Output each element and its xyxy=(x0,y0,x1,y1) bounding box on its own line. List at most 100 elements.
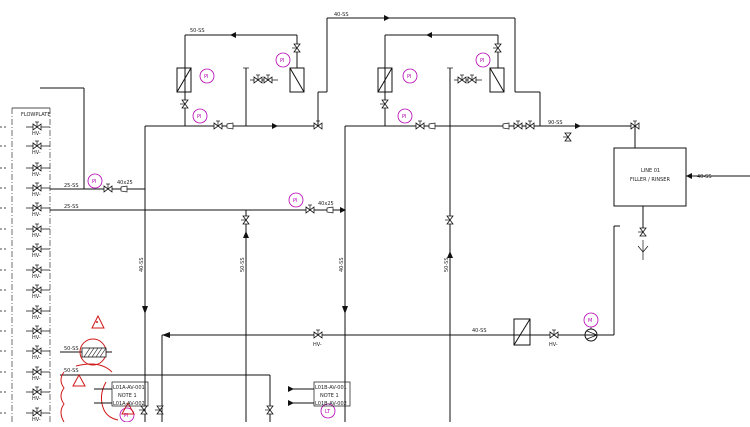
hv-label: HV- xyxy=(32,294,41,300)
return-piping xyxy=(60,206,649,422)
flowplate-valve[interactable] xyxy=(32,325,42,335)
tag-l01b-note: NOTE 1 xyxy=(320,393,339,399)
flowplate-valve[interactable] xyxy=(32,223,42,233)
pressure-indicator[interactable]: PI xyxy=(199,68,215,84)
hv-label: HV- xyxy=(32,417,41,422)
label-40x25-a: 40x25 xyxy=(117,180,133,186)
label-v1: 40-SS xyxy=(139,257,145,272)
svg-text:LT: LT xyxy=(325,409,331,415)
svg-text:PI: PI xyxy=(280,58,285,64)
flowplate-valve[interactable] xyxy=(32,305,42,315)
pressure-indicator[interactable]: PI xyxy=(275,52,291,68)
pipe-valve[interactable] xyxy=(241,215,250,225)
valve-tags: L01A-AV-001 NOTE 1 L01A-AV-002 L01B-AV-0… xyxy=(94,381,351,407)
flowplate-valve[interactable] xyxy=(32,140,42,150)
label-50ss-left2: 50-SS xyxy=(64,368,79,374)
pipe-valve[interactable] xyxy=(638,227,647,237)
hv-label: HV- xyxy=(32,212,41,218)
flowplate-valve[interactable] xyxy=(32,182,42,192)
pipe-valve[interactable] xyxy=(380,99,389,109)
pipe-valve[interactable] xyxy=(265,405,274,415)
flowplate-valve[interactable] xyxy=(32,121,42,131)
pipe-valve[interactable] xyxy=(180,99,189,109)
svg-text:M: M xyxy=(588,318,592,324)
hv-label: HV- xyxy=(32,396,41,402)
line-01-filler[interactable]: LINE 01 FILLER / RINSER xyxy=(613,147,687,207)
equipment-title: LINE 01 xyxy=(641,168,660,174)
level-transmitter[interactable]: LT xyxy=(320,403,336,419)
hv-label: HV- xyxy=(32,253,41,259)
hv-label: HV- xyxy=(32,315,41,321)
pressure-indicator[interactable]: PI xyxy=(87,173,103,189)
flowplate-valve[interactable] xyxy=(32,162,42,172)
svg-text:PI: PI xyxy=(407,74,412,80)
label-40ss-top: 40-SS xyxy=(334,12,349,18)
pipe-valve[interactable] xyxy=(630,120,640,130)
pipe-valve[interactable] xyxy=(525,120,535,130)
label-40x25-b: 40x25 xyxy=(318,201,334,207)
pipe-valve[interactable] xyxy=(513,120,523,130)
pipe-valve[interactable] xyxy=(313,329,323,339)
mid-valve-labels: HV- HV- xyxy=(313,342,558,348)
reducer xyxy=(326,206,334,214)
pipe-valve[interactable] xyxy=(493,43,502,53)
flowplate-valves: HV- HV- HV- HV- HV- HV- HV- HV- HV- HV- HV- HV- HV- H… xyxy=(0,121,50,423)
hv-label: HV- xyxy=(32,376,41,382)
hv-label: HV- xyxy=(32,192,41,198)
svg-text:PI: PI xyxy=(92,179,97,185)
pipe-valve[interactable] xyxy=(313,120,323,130)
svg-text:PI: PI xyxy=(204,74,209,80)
label-40ss-right: 40-SS xyxy=(697,174,712,180)
tag-l01a-note: NOTE 1 xyxy=(118,393,137,399)
reducer xyxy=(226,122,234,130)
pipe-valve[interactable] xyxy=(445,215,454,225)
bypass-valve[interactable] xyxy=(263,74,273,84)
label-25ss-b: 25-SS xyxy=(64,204,79,210)
hv-label-mid: HV- xyxy=(313,342,322,348)
flowplate-valve[interactable] xyxy=(32,345,42,355)
hv-label: HV- xyxy=(32,172,41,178)
flowplate-valve[interactable] xyxy=(32,407,42,417)
svg-text:PI: PI xyxy=(293,198,298,204)
flowplate-valve[interactable] xyxy=(32,386,42,396)
pressure-indicator[interactable]: PI xyxy=(402,68,418,84)
pipe-valve[interactable] xyxy=(103,183,113,193)
hv-label: HV- xyxy=(32,355,41,361)
hv-label: HV- xyxy=(32,335,41,341)
tag-l01a-002: L01A-AV-002 xyxy=(113,401,145,407)
pressure-indicator[interactable]: PI xyxy=(192,108,208,124)
equipment-subtitle: FILLER / RINSER xyxy=(630,177,670,183)
flowplate-valve[interactable] xyxy=(32,202,42,212)
pipe-valve[interactable] xyxy=(213,120,223,130)
pipe-valve[interactable] xyxy=(155,405,164,415)
label-25ss-a: 25-SS xyxy=(64,183,79,189)
flowplate-valve[interactable] xyxy=(32,264,42,274)
pipe-labels: 50-SS 40-SS 25-SS 25-SS 40x25 40x25 90-S… xyxy=(64,12,712,374)
hv-label: HV- xyxy=(32,274,41,280)
pipe-valve[interactable] xyxy=(415,120,425,130)
pipe-valve[interactable] xyxy=(139,405,148,415)
pipe-valve[interactable] xyxy=(305,204,315,214)
label-40ss-return: 40-SS xyxy=(472,328,487,334)
reducer xyxy=(120,185,128,193)
bypass-valve[interactable] xyxy=(253,74,263,84)
pressure-indicator[interactable]: PI xyxy=(397,108,413,124)
filter-elements xyxy=(176,67,531,346)
pressure-indicator[interactable]: PI xyxy=(288,192,304,208)
pipe-valve[interactable] xyxy=(292,43,301,53)
label-v3: 40-SS xyxy=(339,257,345,272)
pipe-valve[interactable] xyxy=(563,132,572,142)
pump-motor[interactable]: M xyxy=(583,312,599,328)
flowplate-valve[interactable] xyxy=(32,284,42,294)
pipe-valve[interactable] xyxy=(549,329,559,339)
hv-label: HV- xyxy=(32,233,41,239)
pressure-indicator[interactable]: PI xyxy=(475,52,491,68)
flowplate-valve[interactable] xyxy=(32,366,42,376)
redline-markup xyxy=(60,314,135,423)
bypass-valve[interactable] xyxy=(467,74,477,84)
hv-label: HV- xyxy=(32,150,41,156)
flowplate-valve[interactable] xyxy=(32,243,42,253)
bypass-valve[interactable] xyxy=(457,74,467,84)
